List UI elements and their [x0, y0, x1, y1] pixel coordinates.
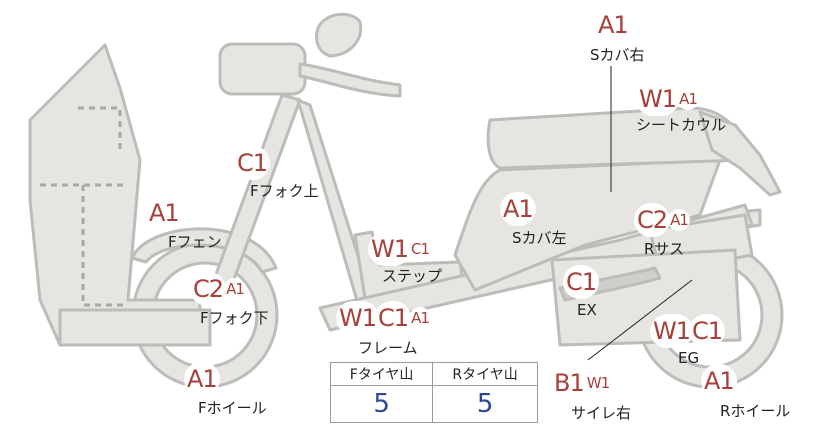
seat-cowl-shape — [698, 110, 782, 197]
f-fender-label: Fフェン — [168, 233, 222, 251]
grade-badge: C2 — [634, 203, 671, 237]
rear-tread-value: 5 — [432, 385, 538, 423]
r-wheel-label: Rホイール — [720, 402, 791, 420]
rear-tread-header: Rタイヤ山 — [432, 362, 538, 386]
front-body-shape — [28, 43, 202, 347]
grade-badge-secondary: A1 — [224, 278, 247, 300]
grade-badge: W1 — [650, 314, 693, 348]
grade-badge-secondary: A1 — [668, 209, 691, 231]
grade-badge: A1 — [146, 196, 182, 230]
engine-leader — [587, 279, 693, 361]
exhaust-grades[interactable]: C1 — [563, 265, 600, 299]
grade-badge: A1 — [595, 8, 631, 42]
grade-badge: W1 — [368, 232, 411, 266]
front-tread-value: 5 — [329, 385, 434, 423]
f-fork-upper-label: Fフォク上 — [250, 182, 319, 200]
f-wheel-grades[interactable]: A1 — [184, 362, 220, 396]
grade-badge: A1 — [184, 362, 220, 396]
f-fork-lower-label: Fフォク下 — [200, 309, 269, 327]
grade-badge: C1 — [689, 314, 726, 348]
grade-badge: C2 — [190, 272, 227, 306]
grade-badge: W1 — [636, 82, 679, 116]
mirror-shape — [315, 12, 363, 58]
r-suspension-label: Rサス — [644, 240, 685, 258]
grade-badge: C1 — [375, 301, 412, 335]
grade-badge-secondary: C1 — [409, 238, 432, 260]
frame-shape — [318, 203, 754, 332]
front-tread-header: Fタイヤ山 — [329, 362, 434, 386]
headlight-shape — [218, 42, 307, 96]
s-cover-right-grades[interactable]: A1 — [595, 8, 631, 42]
grade-badge: W1 — [336, 301, 379, 335]
grade-badge: C1 — [234, 146, 271, 180]
muffler-right-label: サイレ右 — [571, 404, 632, 422]
frame-label: フレーム — [358, 339, 418, 357]
s-cover-left-grades[interactable]: A1 — [500, 192, 536, 226]
f-fork-upper-grades[interactable]: C1 — [234, 146, 271, 180]
tire-tread-table: Fタイヤ山 Rタイヤ山 5 5 — [329, 362, 538, 423]
engine-grades[interactable]: W1C1 — [650, 314, 726, 348]
s-cover-right-label: Sカバ右 — [590, 46, 645, 64]
grade-badge: A1 — [701, 364, 737, 398]
grade-badge: C1 — [563, 265, 600, 299]
grade-badge: B1 — [551, 366, 587, 400]
r-wheel-grades[interactable]: A1 — [701, 364, 737, 398]
seat-cowl-label: シートカウル — [636, 116, 727, 134]
f-wheel-label: Fホイール — [198, 399, 267, 417]
tire-tread-value-row: 5 5 — [329, 385, 538, 423]
s-cover-left-label: Sカバ左 — [512, 229, 567, 247]
grade-badge-secondary: A1 — [677, 88, 699, 110]
tire-tread-header-row: Fタイヤ山 Rタイヤ山 — [329, 362, 538, 386]
exhaust-label: EX — [577, 301, 597, 319]
grade-badge-secondary: A1 — [409, 307, 432, 329]
step-label: ステップ — [382, 267, 443, 285]
grade-badge: A1 — [500, 192, 536, 226]
grade-badge-secondary: W1 — [584, 372, 612, 394]
f-fender-grades[interactable]: A1 — [146, 196, 182, 230]
engine-label: EG — [678, 349, 700, 367]
